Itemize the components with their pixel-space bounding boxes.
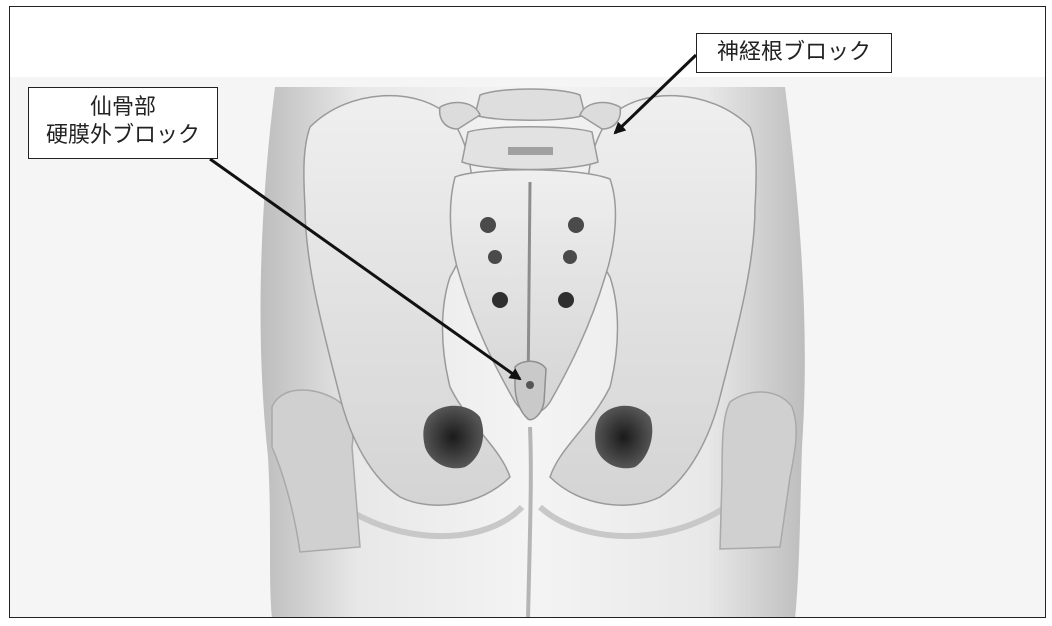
sacral-hiatus bbox=[526, 381, 534, 389]
sacral-foramen bbox=[558, 292, 574, 308]
label-sacral-line1: 仙骨部 bbox=[29, 94, 217, 122]
sacral-foramen bbox=[492, 292, 508, 308]
label-sacral-line2: 硬膜外ブロック bbox=[29, 122, 217, 150]
lumbar-vertebra-l4 bbox=[475, 89, 585, 120]
sacral-foramen bbox=[568, 217, 584, 233]
sacral-foramen bbox=[563, 250, 577, 264]
figure-frame: 仙骨部 硬膜外ブロック 神経根ブロック bbox=[9, 6, 1046, 618]
label-nerve-root-block: 神経根ブロック bbox=[696, 33, 892, 73]
intervertebral-disc bbox=[508, 147, 553, 155]
sacral-foramen bbox=[488, 250, 502, 264]
sacral-foramen bbox=[480, 217, 496, 233]
label-sacral-epidural-block: 仙骨部 硬膜外ブロック bbox=[28, 87, 218, 159]
